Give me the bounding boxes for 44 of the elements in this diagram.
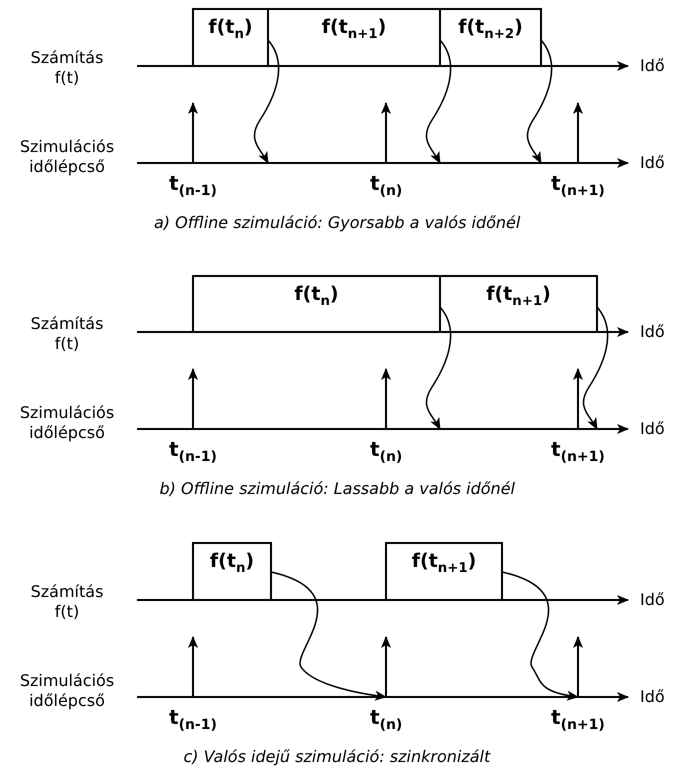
axis-label: Idő	[640, 322, 665, 342]
time-step-label: t$_{(n)}$	[370, 707, 402, 735]
axis-label: Idő	[640, 687, 665, 707]
row-label: Számítás f(t)	[30, 48, 104, 88]
curved-arrow	[426, 306, 452, 430]
process-box	[439, 8, 542, 67]
row-label: Számítás f(t)	[30, 582, 104, 622]
caption: c) Valós idejű szimuláció: szinkronizált	[184, 747, 490, 767]
function-label: f(t$_{n}$)	[210, 550, 254, 576]
time-step-label: t$_{(n-1)}$	[169, 439, 217, 467]
axis-label: Idő	[640, 590, 665, 610]
caption: b) Offline szimuláció: Lassabb a valós időnél	[160, 479, 515, 499]
function-label: f(t$_{n+1}$)	[486, 283, 551, 309]
time-step-label: t$_{(n+1)}$	[551, 707, 605, 735]
curved-arrow	[582, 306, 608, 430]
time-step-label: t$_{(n-1)}$	[169, 707, 217, 735]
process-box	[192, 542, 272, 601]
function-label: f(t$_{n}$)	[208, 16, 253, 42]
row-label: Szimulációs időlépcső	[18, 403, 116, 443]
time-step-label: t$_{(n-1)}$	[169, 173, 217, 201]
axis-label: Idő	[640, 153, 665, 173]
process-box	[439, 275, 598, 333]
time-step-label: t$_{(n+1)}$	[551, 173, 605, 201]
curved-arrow	[502, 571, 579, 700]
process-box	[385, 542, 503, 601]
function-label: f(t$_{n}$)	[294, 283, 339, 309]
curved-arrow	[426, 40, 452, 164]
curved-arrow	[526, 40, 552, 164]
process-box	[192, 275, 441, 333]
time-step-label: t$_{(n+1)}$	[551, 439, 605, 467]
row-label: Számítás f(t)	[30, 314, 104, 354]
row-label: Szimulációs időlépcső	[18, 671, 116, 711]
time-step-label: t$_{(n)}$	[370, 173, 402, 201]
function-label: f(t$_{n+2}$)	[458, 16, 523, 42]
axis-label: Idő	[640, 56, 665, 76]
function-label: f(t$_{n+1}$)	[322, 16, 386, 42]
curved-arrow	[254, 40, 280, 164]
curved-arrow	[270, 571, 387, 700]
row-label: Szimulációs időlépcső	[18, 137, 116, 177]
process-box	[192, 8, 269, 67]
caption: a) Offline szimuláció: Gyorsabb a valós időnél	[154, 213, 520, 233]
axis-label: Idő	[640, 419, 665, 439]
time-step-label: t$_{(n)}$	[370, 439, 402, 467]
function-label: f(t$_{n+1}$)	[412, 550, 476, 576]
